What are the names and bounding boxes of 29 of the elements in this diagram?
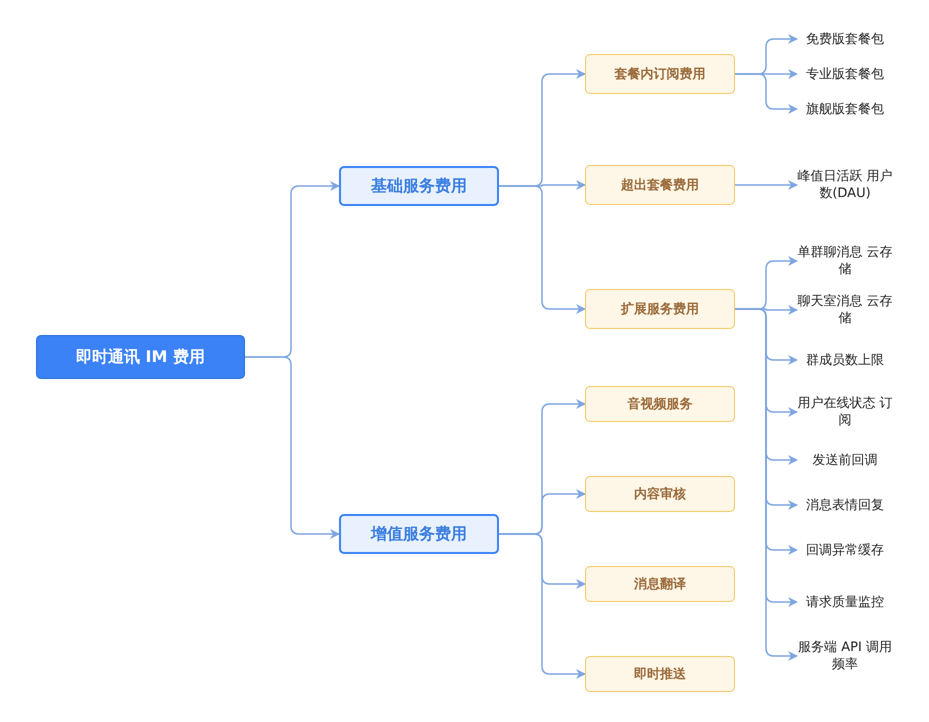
arrow [245, 356, 340, 539]
arrow [499, 185, 586, 314]
leaf-label: 单群聊消息 云存储 [797, 243, 893, 279]
item-box: 套餐内订阅费用 [585, 54, 735, 94]
leaf-label: 回调异常缓存 [797, 532, 893, 568]
item-box: 扩展服务费用 [585, 289, 735, 329]
arrow [735, 308, 798, 661]
leaf-label: 聊天室消息 云存储 [797, 292, 893, 328]
category-box: 增值服务费用 [339, 514, 499, 554]
leaf-label: 请求质量监控 [797, 584, 893, 620]
leaf-label: 群成员数上限 [797, 342, 893, 378]
item-box: 音视频服务 [585, 386, 735, 422]
leaf-label: 免费版套餐包 [797, 21, 893, 57]
item-box: 即时推送 [585, 656, 735, 692]
leaf-label: 专业版套餐包 [797, 56, 893, 92]
arrow [735, 180, 798, 190]
root-box: 即时通讯 IM 费用 [36, 335, 245, 379]
item-box: 内容审核 [585, 476, 735, 512]
item-box: 超出套餐费用 [585, 165, 735, 205]
leaf-label: 峰值日活跃 用户数(DAU) [797, 167, 893, 203]
leaf-label: 旗舰版套餐包 [797, 91, 893, 127]
arrow [499, 533, 586, 679]
arrow [735, 73, 798, 114]
category-box: 基础服务费用 [339, 166, 499, 206]
leaf-label: 消息表情回复 [797, 487, 893, 523]
leaf-label: 用户在线状态 订阅 [797, 394, 893, 430]
leaf-label: 服务端 API 调用频率 [797, 638, 893, 674]
leaf-label: 发送前回调 [797, 442, 893, 478]
item-box: 消息翻译 [585, 566, 735, 602]
